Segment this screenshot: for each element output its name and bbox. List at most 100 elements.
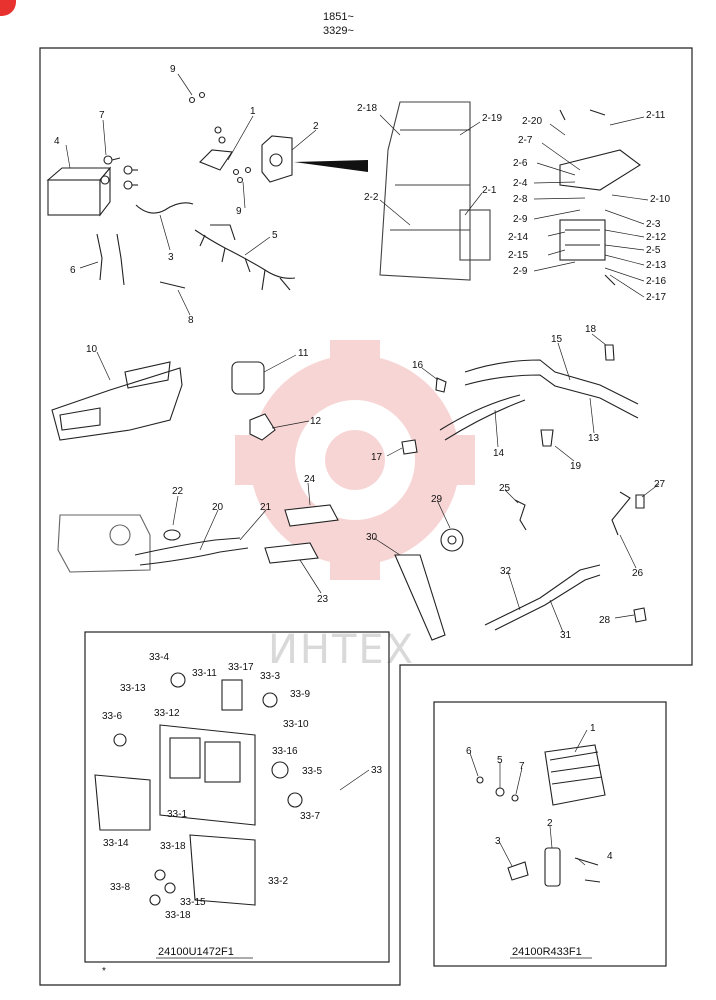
label-2-10: 2-10 — [650, 194, 670, 205]
label-2-19: 2-19 — [482, 113, 502, 124]
main-labels: 9 1 2 4 7 3 5 6 8 9 2-18 2-19 2-2 2-1 2-… — [54, 64, 670, 776]
label-23: 23 — [317, 594, 329, 605]
label-r7: 7 — [519, 761, 525, 772]
part-11-cover — [231, 361, 265, 395]
part-6-pipes — [96, 233, 125, 286]
label-r6: 6 — [466, 746, 472, 757]
leader-lines — [65, 73, 660, 867]
part-17-clamp — [401, 439, 418, 455]
watermark-logo — [235, 340, 475, 580]
label-r3: 3 — [495, 836, 501, 847]
part-25-bracket — [514, 499, 527, 531]
label-16: 16 — [412, 360, 424, 371]
label-11: 11 — [298, 348, 309, 359]
label-2-9-top: 2-9 — [513, 214, 528, 225]
label-9-mid: 9 — [236, 206, 242, 217]
label-27: 27 — [654, 479, 666, 490]
label-31: 31 — [560, 630, 572, 641]
label-r5: 5 — [497, 755, 503, 766]
label-2-12: 2-12 — [646, 232, 666, 243]
label-33-4: 33-4 — [149, 652, 169, 663]
label-26: 26 — [632, 568, 644, 579]
label-2-7: 2-7 — [518, 135, 533, 146]
label-2-6: 2-6 — [513, 158, 528, 169]
panel-condenser — [433, 701, 667, 967]
label-33-15: 33-15 — [180, 897, 206, 908]
label-r4: 4 — [607, 851, 613, 862]
part-10-duct — [51, 361, 183, 441]
label-2-2: 2-2 — [364, 192, 379, 203]
part-28-clip — [633, 607, 647, 623]
label-33: 33 — [371, 765, 383, 776]
part-7-bolts — [100, 155, 138, 190]
label-30: 30 — [366, 532, 378, 543]
label-2-15: 2-15 — [508, 250, 528, 261]
pipes-13-14-15 — [439, 359, 639, 441]
expansion-valve-assy — [559, 109, 641, 286]
panel-condenser-code: 24100R433F1 — [512, 946, 582, 958]
label-33-8: 33-8 — [110, 882, 130, 893]
part-26-bracket — [611, 491, 631, 536]
part-30-belt — [394, 554, 446, 641]
label-33-13: 33-13 — [120, 683, 146, 694]
part-19-bracket — [540, 429, 554, 447]
panel-33-code: 24100U1472F1 — [158, 946, 234, 958]
part-5-harness — [194, 224, 296, 291]
compressor-outline — [57, 514, 151, 573]
label-33-6: 33-6 — [102, 711, 122, 722]
label-33-10: 33-10 — [283, 719, 309, 730]
label-29: 29 — [431, 494, 443, 505]
label-20: 20 — [212, 502, 224, 513]
label-5: 5 — [272, 230, 278, 241]
label-10: 10 — [86, 344, 98, 355]
label-6: 6 — [70, 265, 76, 276]
panel-33-labels: 33-4 33-17 33-11 33-3 33-13 33-9 33-6 33… — [102, 652, 322, 959]
watermark-text: ИНТЕХ — [268, 627, 415, 673]
label-19: 19 — [570, 461, 582, 472]
label-3: 3 — [168, 252, 174, 263]
label-8: 8 — [188, 315, 194, 326]
label-2-1: 2-1 — [482, 185, 497, 196]
hoses-31-32 — [484, 564, 601, 631]
label-33-14: 33-14 — [103, 838, 129, 849]
label-33-3: 33-3 — [260, 671, 280, 682]
part-22-clip — [163, 529, 181, 541]
label-2-16: 2-16 — [646, 276, 666, 287]
hoses-20-21 — [134, 537, 249, 566]
label-1: 1 — [250, 106, 256, 117]
label-2-18: 2-18 — [357, 103, 377, 114]
part-12-bracket — [249, 413, 276, 441]
label-25: 25 — [499, 483, 511, 494]
label-2: 2 — [313, 121, 319, 132]
evaporator-unit — [379, 101, 491, 281]
label-2-11: 2-11 — [646, 110, 666, 121]
label-33-11: 33-11 — [192, 668, 217, 679]
label-4: 4 — [54, 136, 60, 147]
label-2-13: 2-13 — [646, 260, 666, 271]
part-27-clip — [635, 494, 645, 509]
part-2-housing — [261, 135, 293, 183]
label-2-5: 2-5 — [646, 245, 661, 256]
label-13: 13 — [588, 433, 600, 444]
label-33-17: 33-17 — [228, 662, 254, 673]
label-2-4: 2-4 — [513, 178, 528, 189]
label-17: 17 — [371, 452, 383, 463]
serial-range-1: 1851~ — [323, 11, 354, 23]
condenser-drawing — [476, 744, 606, 887]
label-r1: 1 — [590, 723, 596, 734]
label-7: 7 — [99, 110, 105, 121]
label-15: 15 — [551, 334, 563, 345]
label-2-17: 2-17 — [646, 292, 666, 303]
label-33-12: 33-12 — [154, 708, 180, 719]
part-18-fitting — [604, 344, 615, 361]
label-2-14: 2-14 — [508, 232, 528, 243]
label-33-18-bottom: 33-18 — [165, 910, 191, 921]
part-16-clip — [435, 377, 447, 393]
panel-33 — [84, 631, 390, 963]
part-3-hose — [135, 202, 194, 214]
label-9-top: 9 — [170, 64, 176, 75]
part-1-gasket — [199, 126, 233, 171]
label-14: 14 — [493, 448, 505, 459]
panel-33-drawing — [94, 672, 303, 906]
arrow-to-assembly — [294, 160, 368, 172]
